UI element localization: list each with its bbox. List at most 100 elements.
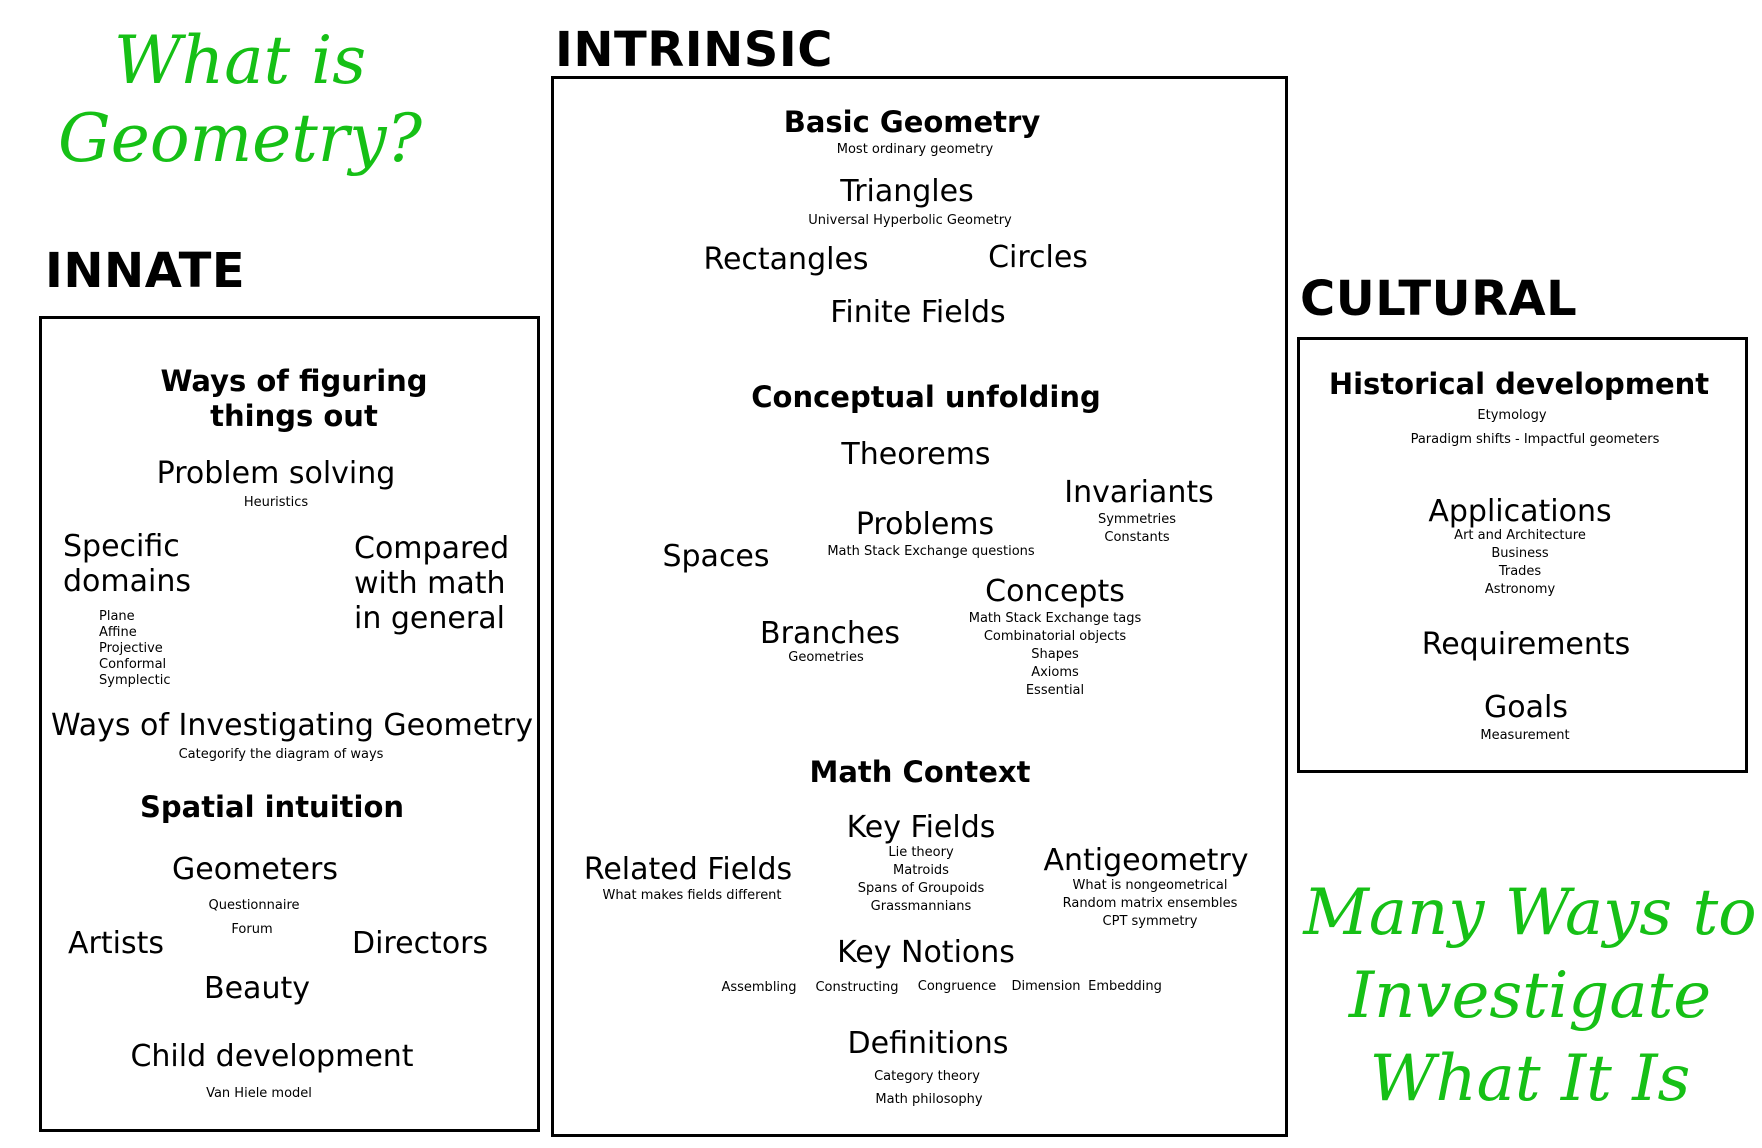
domain-conformal: Conformal xyxy=(99,657,167,672)
field-matroids: Matroids xyxy=(893,863,949,878)
notion-embedding: Embedding xyxy=(1088,979,1162,994)
requirements: Requirements xyxy=(1421,627,1631,662)
math-context-heading: Math Context xyxy=(809,755,1031,789)
directors: Directors xyxy=(352,926,489,961)
domain-plane: Plane xyxy=(99,609,135,624)
geometers: Geometers xyxy=(172,852,338,887)
etymology: Etymology xyxy=(1477,408,1547,423)
measurement: Measurement xyxy=(1480,728,1570,743)
math-philosophy: Math philosophy xyxy=(875,1092,983,1107)
title: What is Geometry? xyxy=(58,22,422,178)
title-line-1: What is xyxy=(113,22,367,99)
app-astronomy: Astronomy xyxy=(1484,582,1556,597)
specific-domains: Specific domains xyxy=(63,529,191,599)
key-field-items: Lie theory Matroids Spans of Groupoids G… xyxy=(858,844,984,916)
branches: Branches xyxy=(760,616,900,651)
field-grassmannians: Grassmannians xyxy=(870,899,972,914)
application-items: Art and Architecture Business Trades Ast… xyxy=(1454,527,1586,599)
innate-box xyxy=(39,316,540,1132)
notion-dimension: Dimension xyxy=(1011,979,1081,994)
compared-line-1: Compared xyxy=(354,531,510,566)
applications: Applications xyxy=(1428,494,1612,529)
key-notions: Key Notions xyxy=(837,935,1015,970)
what-makes-fields-different: What makes fields different xyxy=(602,888,782,903)
domain-list: Plane Affine Projective Conformal Symple… xyxy=(99,609,170,689)
category-theory: Category theory xyxy=(874,1069,980,1084)
circles: Circles xyxy=(988,240,1088,275)
theorems: Theorems xyxy=(841,437,991,472)
forum: Forum xyxy=(231,922,273,937)
spaces: Spaces xyxy=(662,539,770,574)
questionnaire: Questionnaire xyxy=(208,898,300,913)
ways-of-investigating: Ways of Investigating Geometry xyxy=(50,708,534,743)
tagline-line-1: Many Ways to xyxy=(1303,876,1757,950)
paradigm-shifts: Paradigm shifts - Impactful geometers xyxy=(1410,432,1660,447)
specific-line-2: domains xyxy=(63,564,191,599)
domain-symplectic: Symplectic xyxy=(99,673,171,688)
finite-fields: Finite Fields xyxy=(830,295,1006,330)
goals: Goals xyxy=(1484,690,1568,725)
app-trades: Trades xyxy=(1498,564,1542,579)
compared-line-3: in general xyxy=(354,601,505,636)
title-line-2: Geometry? xyxy=(58,100,422,177)
concepts: Concepts xyxy=(985,574,1125,609)
spatial-intuition-heading: Spatial intuition xyxy=(139,790,405,824)
concept-essential: Essential xyxy=(1025,683,1085,698)
field-lie-theory: Lie theory xyxy=(888,845,954,860)
tagline-line-3: What It Is xyxy=(1369,1042,1691,1116)
categorify: Categorify the diagram of ways xyxy=(178,747,384,762)
intrinsic-box xyxy=(551,76,1288,1137)
key-fields: Key Fields xyxy=(846,810,996,845)
historical-development-heading: Historical development xyxy=(1328,367,1710,401)
concept-axioms: Axioms xyxy=(1031,665,1079,680)
ways-of-figuring-heading: Ways of figuring things out xyxy=(160,364,427,434)
compared-line-2: with math xyxy=(354,566,506,601)
mse-questions: Math Stack Exchange questions xyxy=(827,544,1035,559)
concept-mse-tags: Math Stack Exchange tags xyxy=(968,611,1142,626)
child-development: Child development xyxy=(130,1039,414,1074)
problems: Problems xyxy=(855,507,995,542)
anti-random-matrix: Random matrix ensembles xyxy=(1062,896,1238,911)
domain-projective: Projective xyxy=(99,641,163,656)
concept-items: Math Stack Exchange tags Combinatorial o… xyxy=(969,610,1142,700)
van-hiele-model: Van Hiele model xyxy=(206,1086,312,1101)
intrinsic-label: INTRINSIC xyxy=(555,22,833,78)
concept-combinatorial: Combinatorial objects xyxy=(983,629,1127,644)
symmetries: Symmetries xyxy=(1097,512,1177,527)
notion-constructing: Constructing xyxy=(815,980,899,995)
universal-hyperbolic-geometry: Universal Hyperbolic Geometry xyxy=(808,213,1012,228)
related-fields: Related Fields xyxy=(583,852,793,887)
antigeometry: Antigeometry xyxy=(1043,843,1249,878)
heuristics: Heuristics xyxy=(243,495,309,510)
most-ordinary-geometry: Most ordinary geometry xyxy=(836,142,994,157)
concept-shapes: Shapes xyxy=(1031,647,1079,662)
geometries: Geometries xyxy=(788,650,864,665)
compared-with-math: Compared with math in general xyxy=(354,531,509,636)
cultural-label: CULTURAL xyxy=(1300,271,1578,327)
notion-assembling: Assembling xyxy=(721,980,797,995)
tagline: Many Ways to Investigate What It Is xyxy=(1303,872,1756,1121)
beauty: Beauty xyxy=(204,971,310,1006)
specific-line-1: Specific xyxy=(63,529,180,564)
constants: Constants xyxy=(1104,530,1170,545)
domain-affine: Affine xyxy=(99,625,137,640)
artists: Artists xyxy=(68,926,164,961)
anti-cpt-symmetry: CPT symmetry xyxy=(1102,914,1198,929)
triangles: Triangles xyxy=(840,174,974,209)
rectangles: Rectangles xyxy=(703,242,869,277)
anti-nongeometrical: What is nongeometrical xyxy=(1072,878,1228,893)
basic-geometry-heading: Basic Geometry xyxy=(783,105,1041,139)
cultural-box xyxy=(1297,337,1748,773)
definitions: Definitions xyxy=(847,1026,1009,1061)
conceptual-unfolding-heading: Conceptual unfolding xyxy=(751,380,1101,414)
figuring-line-2: things out xyxy=(210,399,378,433)
app-art-architecture: Art and Architecture xyxy=(1454,528,1586,543)
field-spans-groupoids: Spans of Groupoids xyxy=(857,881,985,896)
figuring-line-1: Ways of figuring xyxy=(160,364,428,398)
innate-label: INNATE xyxy=(45,243,246,299)
app-business: Business xyxy=(1491,546,1549,561)
tagline-line-2: Investigate xyxy=(1348,959,1712,1033)
antigeometry-items: What is nongeometrical Random matrix ens… xyxy=(1063,877,1238,931)
notion-congruence: Congruence xyxy=(917,979,997,994)
invariants: Invariants xyxy=(1064,475,1214,510)
